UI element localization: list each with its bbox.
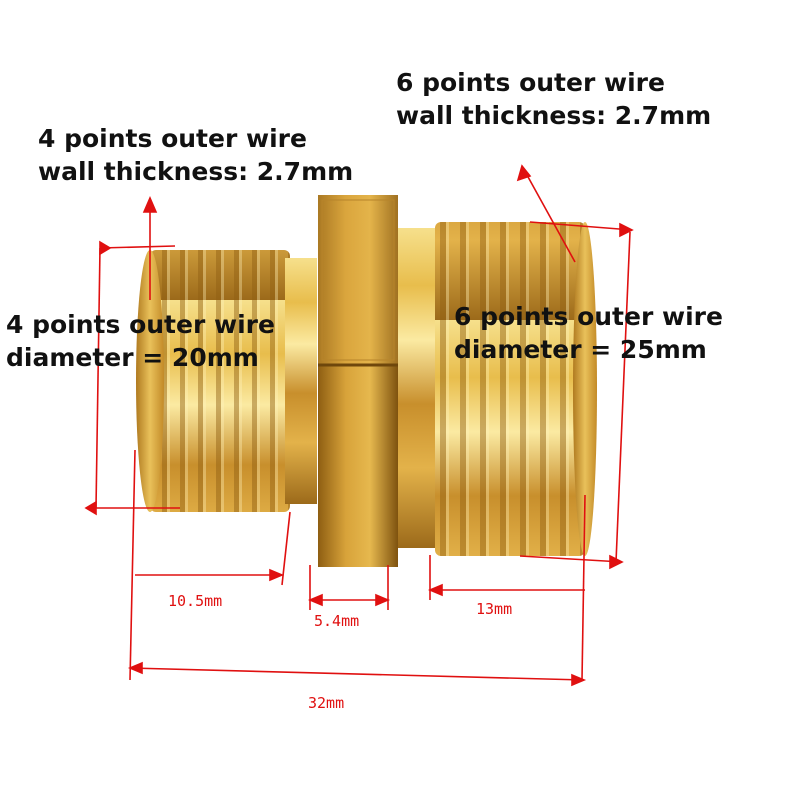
total-length-value: 32mm bbox=[308, 694, 345, 712]
wall-left-line-2: wall thickness: 2.7mm bbox=[38, 157, 354, 186]
dimension-lines bbox=[84, 164, 634, 687]
wall-left-line-1: 4 points outer wire bbox=[38, 124, 307, 153]
wall-left-label: 4 points outer wire wall thickness: 2.7m… bbox=[38, 122, 353, 188]
wall-right-line-1: 6 points outer wire bbox=[396, 68, 665, 97]
diameter-left-line-1: 4 points outer wire bbox=[6, 310, 275, 339]
diameter-left-line-2: diameter = 20mm bbox=[6, 343, 259, 372]
diameter-right-line-2: diameter = 25mm bbox=[454, 335, 707, 364]
right-thread-length-value: 13mm bbox=[476, 600, 513, 618]
left-thread-length-value: 10.5mm bbox=[168, 592, 223, 610]
right-thread-section bbox=[398, 222, 597, 556]
hex-nut bbox=[318, 195, 398, 567]
wall-right-line-2: wall thickness: 2.7mm bbox=[396, 101, 712, 130]
wall-right-label: 6 points outer wire wall thickness: 2.7m… bbox=[396, 66, 711, 132]
hex-width-value: 5.4mm bbox=[314, 612, 360, 630]
diameter-right-line-1: 6 points outer wire bbox=[454, 302, 723, 331]
diameter-right-label: 6 points outer wire diameter = 25mm bbox=[454, 300, 723, 366]
left-thread-section bbox=[136, 250, 317, 512]
diameter-left-label: 4 points outer wire diameter = 20mm bbox=[6, 308, 275, 374]
